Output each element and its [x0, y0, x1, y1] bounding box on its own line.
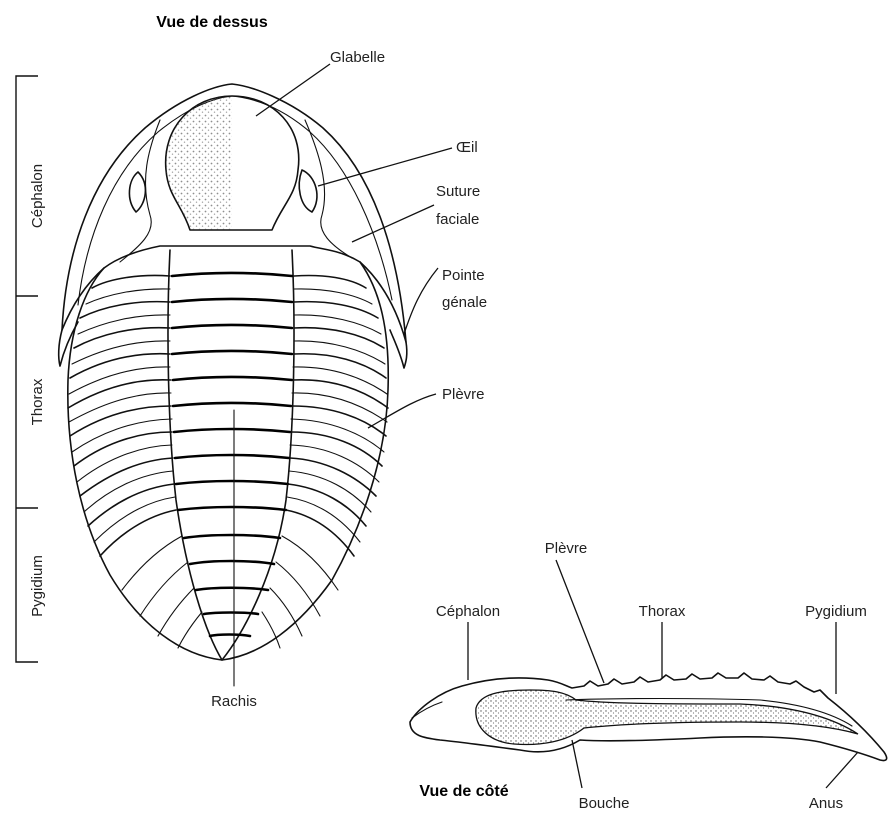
top-view-title: Vue de dessus [156, 14, 268, 31]
label-suture-line1: Suture [436, 183, 480, 200]
pleurae-right [286, 276, 388, 557]
thorax-outline [68, 262, 388, 660]
side-label-cephalon: Céphalon [436, 603, 500, 620]
label-rachis: Rachis [211, 693, 257, 710]
plevre-leader [368, 394, 436, 428]
pleurae-right-furrows [287, 289, 387, 542]
pleurae-left-furrows [69, 289, 175, 542]
side-plevre-leader [556, 560, 604, 683]
cephalon-outline [62, 84, 406, 342]
label-suture-line2: faciale [436, 211, 479, 228]
glabella-texture [166, 96, 232, 230]
side-anus-leader [826, 752, 858, 788]
label-glabelle: Glabelle [330, 49, 385, 66]
side-label-anus: Anus [809, 795, 843, 812]
eye-right [299, 170, 317, 212]
label-plevre: Plèvre [442, 386, 485, 403]
facial-suture-right [305, 120, 352, 258]
side-label-plevre: Plèvre [545, 540, 588, 557]
trilobite-side-view [410, 673, 887, 761]
label-pointe-line1: Pointe [442, 267, 485, 284]
side-label-thorax: Thorax [639, 603, 686, 620]
side-label-pygidium: Pygidium [805, 603, 867, 620]
label-pointe-line2: génale [442, 294, 487, 311]
oeil-leader [318, 148, 452, 186]
pygidium-ribs-right [262, 536, 338, 648]
side-view-title: Vue de côté [419, 783, 508, 800]
region-label-pygidium: Pygidium [29, 555, 46, 617]
label-oeil: Œil [456, 139, 478, 156]
glabelle-leader [256, 64, 330, 116]
axial-rings [172, 273, 292, 636]
pointe-leader [404, 268, 438, 334]
region-label-thorax: Thorax [29, 378, 46, 425]
facial-suture-left [120, 120, 160, 262]
trilobite-top-view [59, 84, 407, 686]
region-label-cephalon: Céphalon [29, 164, 46, 228]
side-label-bouche: Bouche [579, 795, 630, 812]
side-bouche-leader [572, 740, 582, 788]
eye-left [129, 172, 145, 212]
pygidium-ribs-left [122, 536, 202, 648]
